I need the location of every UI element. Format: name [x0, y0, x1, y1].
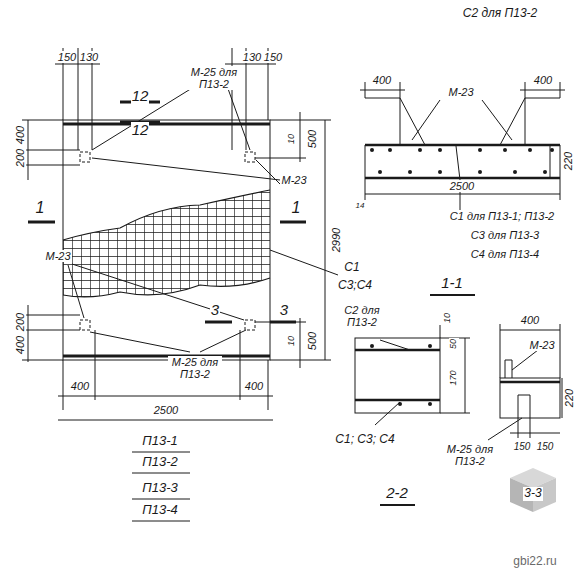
- drawing-label: М-23: [44, 250, 71, 262]
- drawing-label: 500: [306, 129, 318, 149]
- drawing-label: 2500: [449, 180, 475, 192]
- drawing-label: С2 для П13-2: [462, 7, 539, 20]
- drawing-label: М-23: [528, 339, 555, 351]
- drawing-label: 400: [14, 125, 26, 145]
- drawing-label: 14: [355, 202, 366, 211]
- drawing-label: С3;С4: [337, 279, 373, 292]
- watermark-icon: [510, 468, 556, 512]
- drawing-label: П13-1: [141, 434, 178, 448]
- drawing-label: 150: [263, 51, 283, 63]
- drawing-label: 150: [57, 51, 77, 63]
- drawing-label: 1-1: [440, 275, 464, 292]
- drawing-label: 400: [14, 335, 26, 355]
- drawing-label: М-23: [447, 86, 474, 98]
- drawing-label: 3-3: [523, 487, 542, 500]
- drawing-label: М-25 для П13-2: [443, 443, 497, 467]
- drawing-label: 220: [562, 151, 574, 171]
- drawing-label: 130: [79, 51, 99, 63]
- drawing-label: П13-4: [141, 503, 178, 517]
- drawing-label: 3: [279, 302, 289, 319]
- drawing-label: 400: [520, 314, 540, 326]
- drawing-label: 10: [443, 312, 453, 324]
- drawing-label: П13-3: [141, 481, 178, 495]
- watermark-text: gbi22.ru: [512, 555, 557, 568]
- drawing-label: 400: [533, 74, 553, 86]
- drawing-label: 400: [70, 380, 90, 392]
- drawing-label: 3: [210, 302, 220, 319]
- drawing-label: 150: [536, 441, 555, 452]
- drawing-label: С1 для П13-1; П13-2: [449, 210, 555, 222]
- drawing-label: С4 для П13-4: [470, 248, 540, 260]
- drawing-label: П13-2: [141, 455, 178, 469]
- drawing-label: С2 для П13-2: [331, 304, 393, 328]
- drawing-label: 2990: [330, 227, 342, 253]
- drawing-label: 200: [14, 312, 26, 332]
- drawing-label: 220: [563, 388, 575, 408]
- drawing-label: 1: [291, 199, 302, 217]
- drawing-label: С1: [343, 261, 360, 274]
- drawing-label: 150: [513, 441, 532, 452]
- drawing-label: 10: [287, 133, 297, 145]
- drawing-label: 400: [244, 380, 264, 392]
- drawing-label: 2500: [153, 404, 179, 416]
- slab-outline: [63, 120, 270, 360]
- drawing-label: С1; С3; С4: [334, 433, 395, 446]
- drawing-label: 12: [131, 122, 150, 139]
- drawing-label: 130: [242, 51, 262, 63]
- drawing-label: М-25 для П13-2: [168, 356, 222, 380]
- drawing-label: 2-2: [385, 485, 409, 502]
- drawing-label: С3 для П13-3: [470, 229, 540, 241]
- drawing-label: 500: [306, 331, 318, 351]
- drawing-label: М-25 для П13-2: [187, 66, 241, 90]
- mesh: [63, 188, 270, 300]
- drawing-label: 170: [449, 369, 459, 386]
- drawing-label: М-23: [280, 174, 307, 186]
- drawing-label: 50: [449, 338, 459, 350]
- drawing-label: 12: [131, 88, 150, 105]
- drawing-label: 200: [14, 148, 26, 168]
- drawing-label: 10: [287, 335, 297, 347]
- drawing-label: 400: [372, 74, 392, 86]
- drawing-label: 1: [35, 199, 46, 217]
